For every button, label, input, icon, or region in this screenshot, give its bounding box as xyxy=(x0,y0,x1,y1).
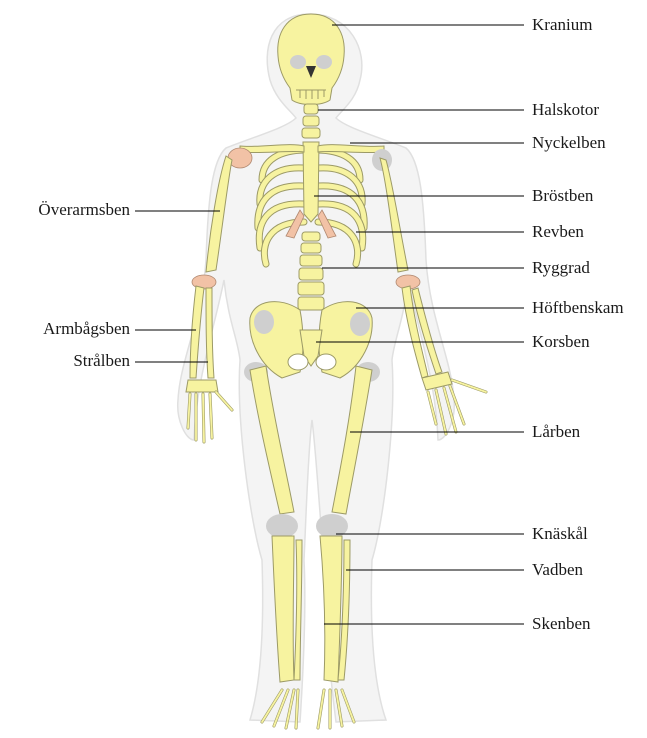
label-halskotor: Halskotor xyxy=(532,100,599,120)
label-revben: Revben xyxy=(532,222,584,242)
label-armbagsben: Armbågsben xyxy=(10,319,130,339)
label-knaskal: Knäskål xyxy=(532,524,588,544)
label-overarmsben: Överarmsben xyxy=(10,200,130,220)
label-vadben: Vadben xyxy=(532,560,583,580)
label-nyckelben: Nyckelben xyxy=(532,133,606,153)
label-kranium: Kranium xyxy=(532,15,592,35)
label-stralben: Strålben xyxy=(10,351,130,371)
label-brostben: Bröstben xyxy=(532,186,593,206)
label-skenben: Skenben xyxy=(532,614,591,634)
label-hoftbenskam: Höftbenskam xyxy=(532,298,624,318)
sternum xyxy=(303,142,319,222)
label-larben: Lårben xyxy=(532,422,580,442)
label-korsben: Korsben xyxy=(532,332,590,352)
label-ryggrad: Ryggrad xyxy=(532,258,590,278)
